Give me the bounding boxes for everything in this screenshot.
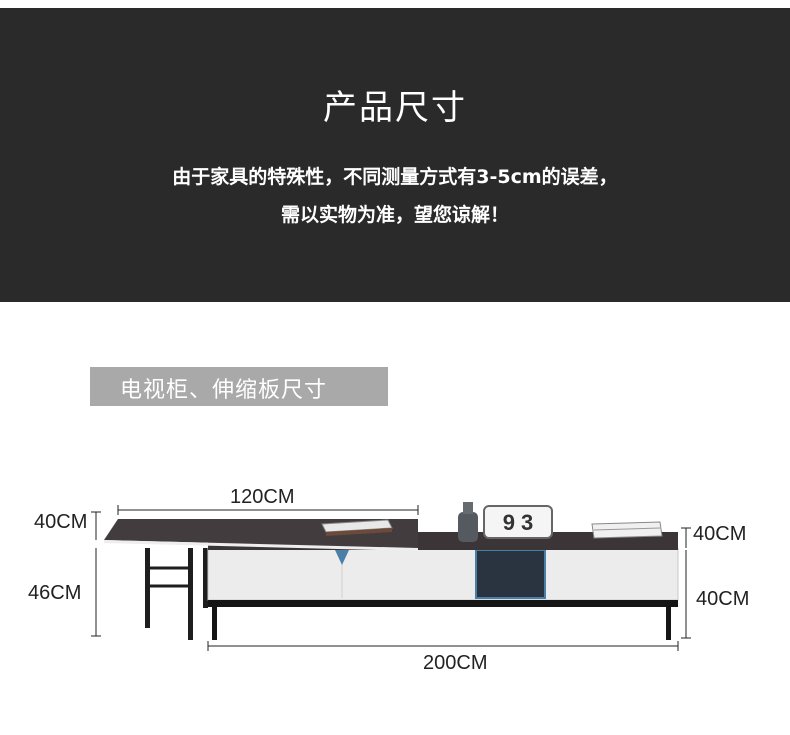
cabinet-base	[208, 600, 678, 640]
section-label: 电视柜、伸缩板尺寸	[90, 367, 388, 406]
decor-books-right	[591, 521, 663, 539]
dim-extension-depth: 40CM	[34, 511, 88, 533]
description-line-1: 由于家具的特殊性，不同测量方式有3-5cm的误差，	[172, 166, 618, 188]
dim-cabinet-length: 200CM	[423, 652, 488, 674]
section-label-text: 电视柜、伸缩板尺寸	[120, 378, 328, 403]
page-title: 产品尺寸	[323, 88, 467, 128]
header-band: 产品尺寸 由于家具的特殊性，不同测量方式有3-5cm的误差， 需以实物为准，望您…	[0, 8, 790, 302]
dim-extension-height: 46CM	[28, 582, 82, 604]
dim-cabinet-height: 40CM	[696, 588, 750, 610]
decor-vase	[458, 502, 478, 542]
dim-cabinet-depth: 40CM	[693, 523, 747, 545]
cabinet-body	[207, 547, 679, 601]
tv-cabinet-diagram: 9 3	[91, 502, 691, 651]
extension-legs	[145, 548, 208, 640]
clock-icon: 9 3	[483, 505, 553, 539]
clock-digits: 9 3	[503, 510, 534, 535]
dimension-lines	[91, 505, 691, 651]
description-line-2: 需以实物为准，望您谅解！	[280, 204, 509, 226]
dim-extension-length: 120CM	[230, 486, 295, 508]
decor-books-left	[321, 519, 393, 536]
